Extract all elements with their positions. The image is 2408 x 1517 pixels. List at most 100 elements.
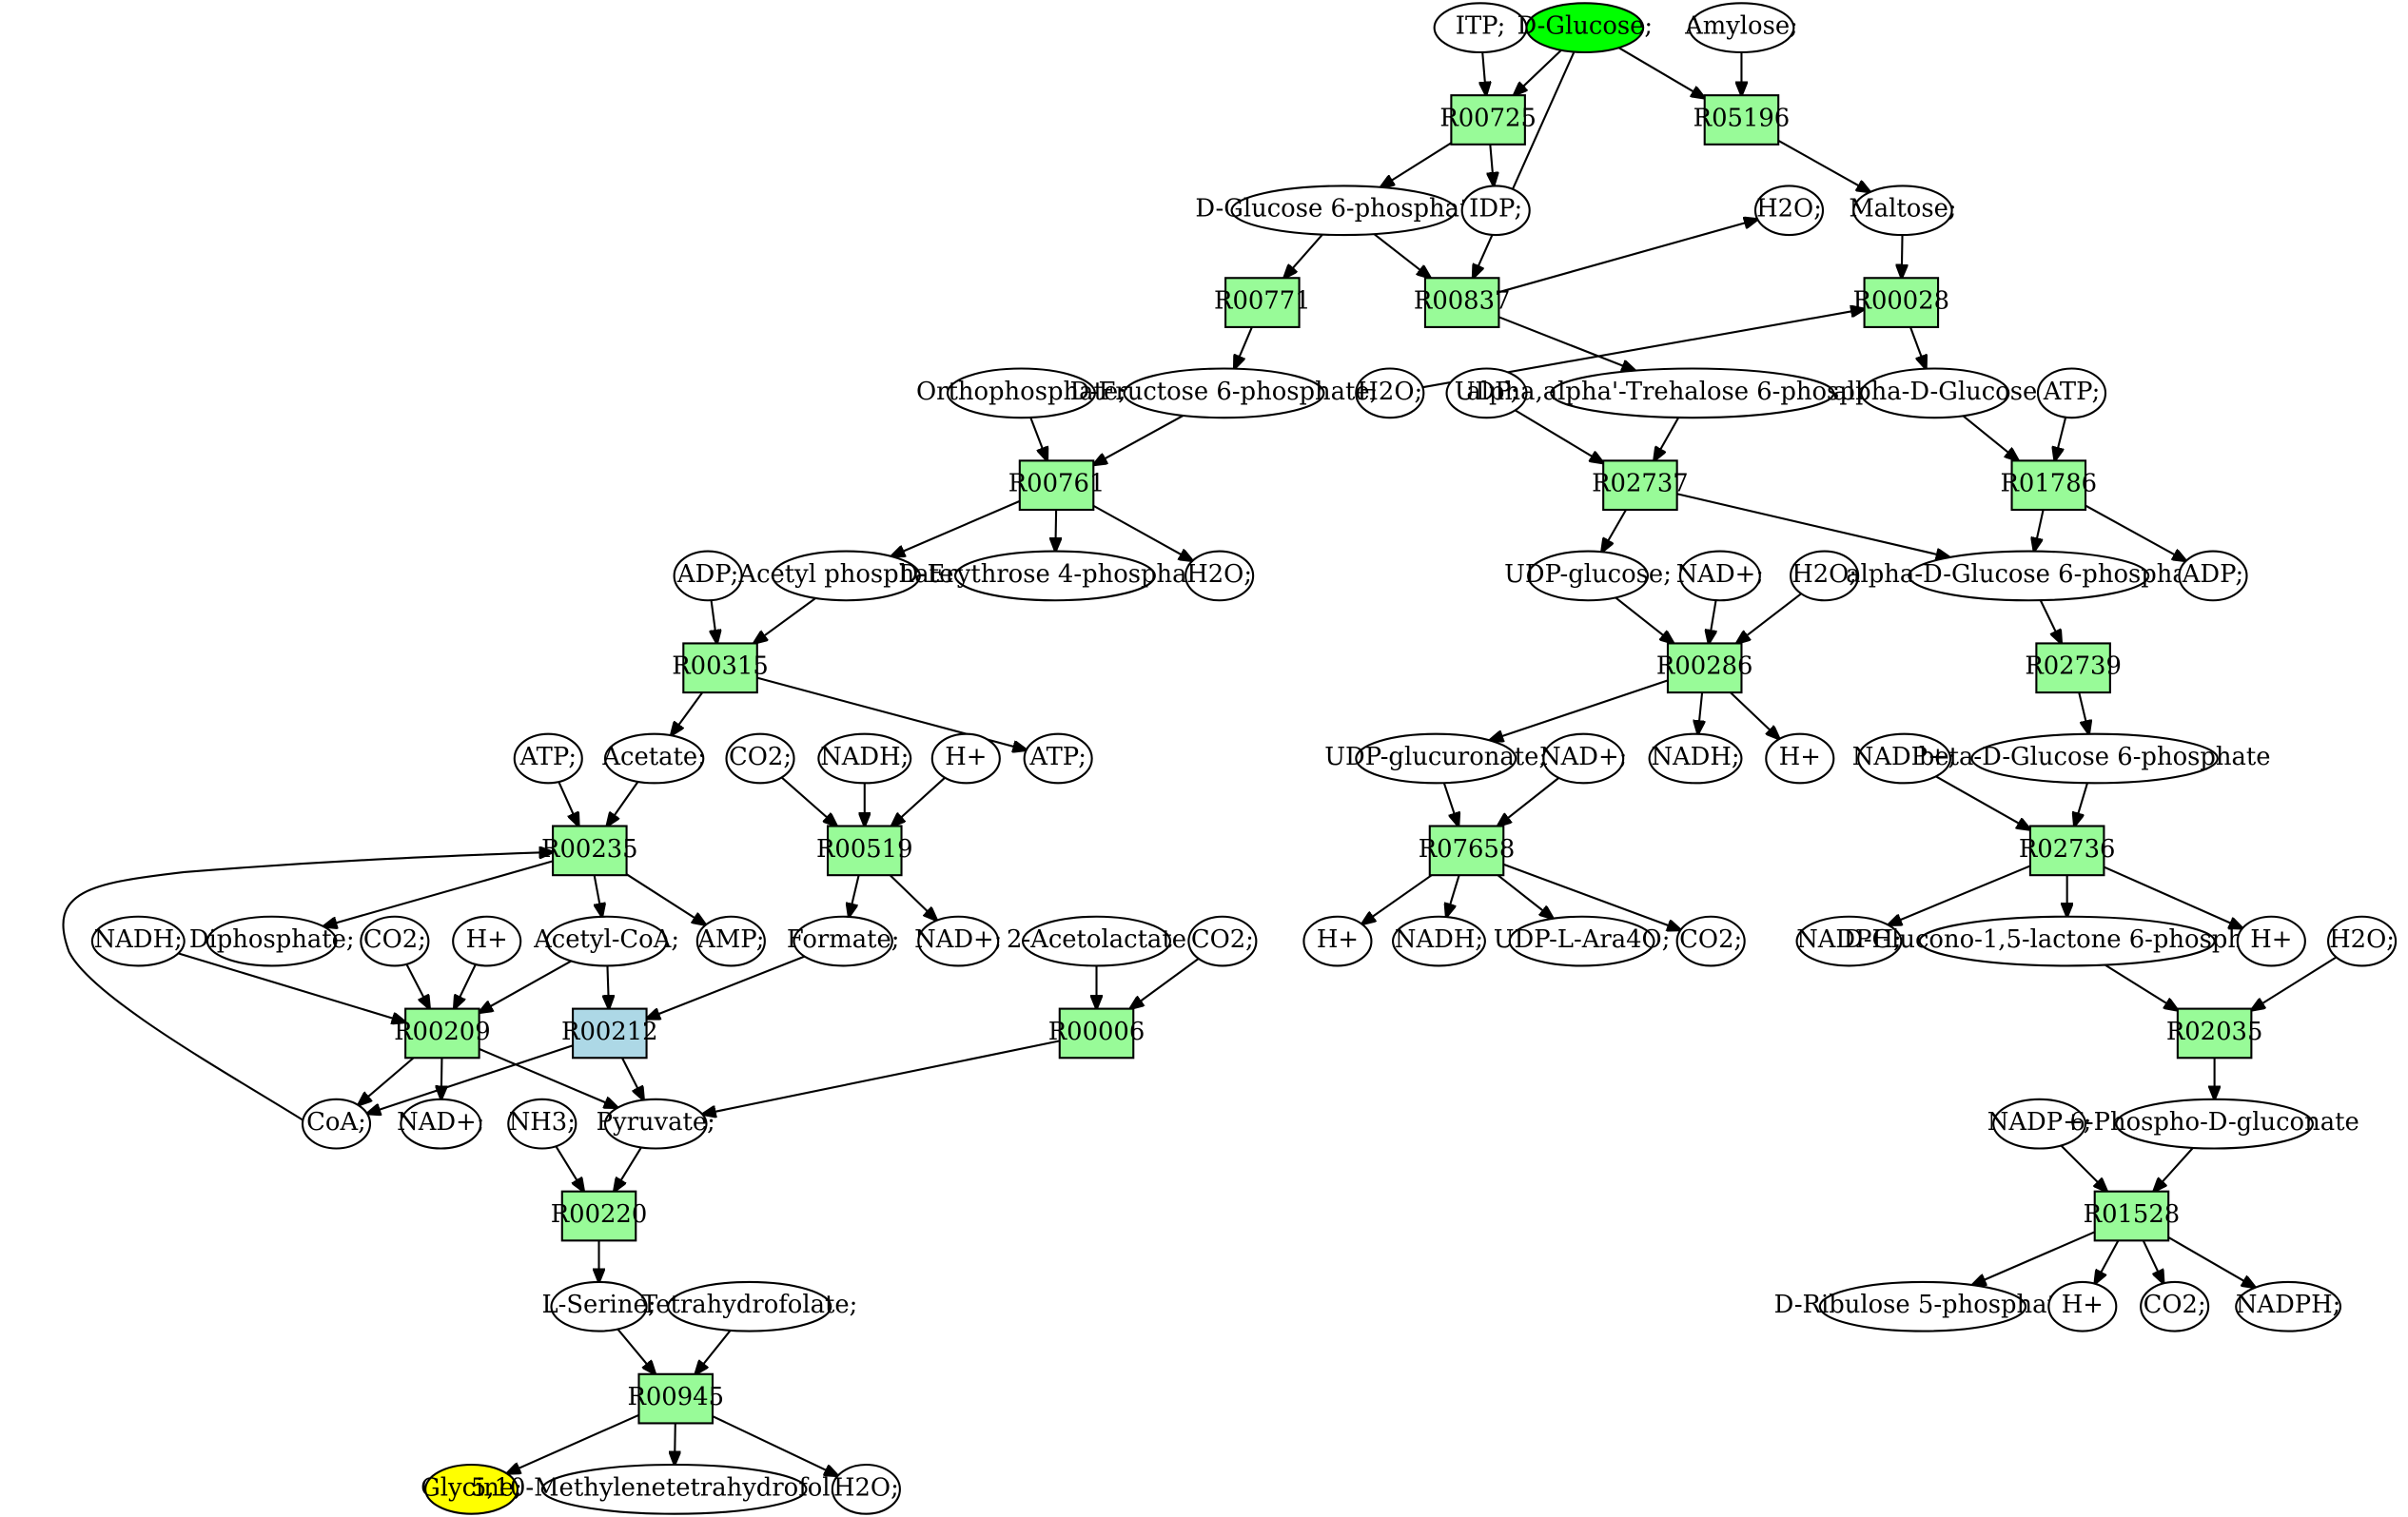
metabolite-node-h2o_b[interactable]: H2O; xyxy=(1355,367,1425,419)
metabolite-node-udp[interactable]: UDP; xyxy=(1445,367,1528,419)
metabolite-node-hplus_f[interactable]: H+ xyxy=(2047,1280,2118,1332)
reaction-node-R05196[interactable]: R05196 xyxy=(1693,94,1791,146)
reaction-node-R02739[interactable]: R02739 xyxy=(2025,642,2122,694)
metabolite-node-co2_b[interactable]: CO2; xyxy=(360,915,430,967)
metabolite-node-udpglucuronate[interactable]: UDP-glucuronate; xyxy=(1324,732,1547,785)
reaction-node-R02737[interactable]: R02737 xyxy=(1592,459,1689,512)
metabolite-node-co2_d[interactable]: CO2; xyxy=(1675,915,1746,967)
metabolite-label: H2O; xyxy=(2329,925,2395,954)
metabolite-node-itp[interactable]: ITP; xyxy=(1433,2,1528,54)
metabolite-node-h2o_a[interactable]: H2O; xyxy=(1753,185,1825,237)
metabolite-node-acetolactate[interactable]: 2-Acetolactate xyxy=(1007,915,1186,967)
metabolite-node-atp_b[interactable]: ATP; xyxy=(513,732,583,785)
metabolite-node-nadph_b[interactable]: NADPH; xyxy=(2235,1280,2342,1332)
metabolite-node-nadh_d[interactable]: NADH; xyxy=(1391,915,1486,967)
reaction-node-R02736[interactable]: R02736 xyxy=(2019,825,2116,877)
metabolite-node-trehalose6p[interactable]: alpha,alpha'-Trehalose 6-phosphate; xyxy=(1466,367,1918,419)
metabolite-node-hplus_d[interactable]: H+ xyxy=(1302,915,1373,967)
metabolite-node-atp_c[interactable]: ATP; xyxy=(1023,732,1093,785)
metabolite-label: H+ xyxy=(2250,925,2292,954)
metabolite-node-lserine[interactable]: L-Serine; xyxy=(542,1280,656,1332)
reaction-node-R00771[interactable]: R00771 xyxy=(1214,277,1311,328)
reaction-node-R00315[interactable]: R00315 xyxy=(672,642,769,694)
metabolite-node-nadh_b[interactable]: NADH; xyxy=(1648,732,1743,785)
metabolite-node-methylenethf[interactable]: 5,10-Methylenetetrahydrofolate; xyxy=(471,1463,877,1515)
metabolite-node-formate[interactable]: Formate; xyxy=(787,915,900,967)
reaction-node-R00212[interactable]: R00212 xyxy=(561,1007,658,1060)
metabolite-node-hplus_a[interactable]: H+ xyxy=(930,732,1001,785)
metabolite-node-adglucose[interactable]: alpha-D-Glucose xyxy=(1832,367,2037,419)
reaction-node-R07658[interactable]: R07658 xyxy=(1419,825,1516,877)
reaction-node-R00286[interactable]: R00286 xyxy=(1656,642,1753,694)
edge-R00771-to-f6p xyxy=(1234,326,1253,369)
metabolite-node-e4p[interactable]: D-Erythrose 4-phosphate xyxy=(899,550,1212,602)
metabolite-node-h2o_f[interactable]: H2O; xyxy=(831,1463,901,1515)
metabolite-node-co2_e[interactable]: CO2; xyxy=(2140,1280,2210,1332)
metabolite-node-gluconolactone[interactable]: D-Glucono-1,5-lactone 6-phosphate; xyxy=(1844,915,2291,967)
metabolite-node-pyruvate[interactable]: Pyruvate; xyxy=(597,1098,715,1150)
metabolite-node-nadp_a[interactable]: NAD+; xyxy=(1676,550,1764,602)
metabolite-node-glycine[interactable]: Glycine; xyxy=(421,1463,522,1515)
reaction-box xyxy=(2028,825,2105,877)
metabolite-node-h2o_c[interactable]: H2O; xyxy=(1184,550,1255,602)
metabolite-node-nadh_a[interactable]: NADH; xyxy=(817,732,912,785)
reaction-node-R00028[interactable]: R00028 xyxy=(1853,277,1950,328)
metabolite-node-h2o_d[interactable]: H2O; xyxy=(1790,550,1860,602)
metabolite-node-bdg6p[interactable]: beta-D-Glucose 6-phosphate xyxy=(1919,732,2271,785)
metabolite-node-phosphogluconate[interactable]: 6-Phospho-D-gluconate xyxy=(2069,1098,2359,1150)
metabolite-node-nadp_c[interactable]: NAD+; xyxy=(914,915,1002,967)
reaction-node-R00761[interactable]: R00761 xyxy=(1008,459,1106,512)
metabolite-node-hplus_c[interactable]: H+ xyxy=(452,915,522,967)
metabolite-node-idp[interactable]: IDP; xyxy=(1460,185,1531,237)
metabolite-node-adp_b[interactable]: ADP; xyxy=(2178,550,2248,602)
metabolite-node-coa[interactable]: CoA; xyxy=(301,1098,372,1150)
metabolite-node-nadpplus_a[interactable]: NADP+; xyxy=(1852,732,1957,785)
reaction-node-R01528[interactable]: R01528 xyxy=(2084,1190,2181,1242)
metabolite-node-hplus_b[interactable]: H+ xyxy=(1765,732,1835,785)
metabolite-node-diphosphate[interactable]: Diphosphate; xyxy=(189,915,355,967)
metabolite-ellipse xyxy=(1648,732,1743,785)
reaction-node-R00235[interactable]: R00235 xyxy=(541,825,638,877)
metabolite-label: Diphosphate; xyxy=(189,925,355,954)
reaction-node-R02035[interactable]: R02035 xyxy=(2166,1007,2263,1060)
reaction-node-R01786[interactable]: R01786 xyxy=(2001,459,2098,512)
metabolite-node-udpglucose[interactable]: UDP-glucose; xyxy=(1504,550,1672,602)
metabolite-node-adg6p[interactable]: alpha-D-Glucose 6-phosphate xyxy=(1846,550,2211,602)
metabolite-node-acetylcoa[interactable]: Acetyl-CoA; xyxy=(533,915,679,967)
edge-gluconolactone-to-R02035 xyxy=(2105,963,2178,1011)
reaction-box xyxy=(560,1190,637,1242)
reaction-node-R00209[interactable]: R00209 xyxy=(394,1007,491,1060)
metabolite-node-orthophosphate[interactable]: Orthophosphate; xyxy=(916,367,1126,419)
metabolite-node-hplus_e[interactable]: H+ xyxy=(2236,915,2306,967)
reaction-node-R00837[interactable]: R00837 xyxy=(1414,277,1511,328)
metabolite-node-nadpplus_b[interactable]: NADP+; xyxy=(1987,1098,2092,1150)
metabolite-node-co2_a[interactable]: CO2; xyxy=(725,732,795,785)
metabolite-label: NADH; xyxy=(1395,925,1483,954)
metabolite-node-nadp_d[interactable]: NAD+; xyxy=(397,1098,484,1150)
metabolite-node-ribulose5p[interactable]: D-Ribulose 5-phosphate xyxy=(1774,1280,2072,1332)
metabolite-node-co2_c[interactable]: CO2; xyxy=(1187,915,1258,967)
reaction-node-R00945[interactable]: R00945 xyxy=(627,1372,724,1425)
metabolite-node-nadh_c[interactable]: NADH; xyxy=(90,915,186,967)
metabolite-node-nadp_b[interactable]: NAD+; xyxy=(1539,732,1627,785)
metabolite-node-adp_a[interactable]: ADP; xyxy=(673,550,743,602)
metabolite-label: Maltose; xyxy=(1849,195,1956,224)
metabolite-node-h2o_e[interactable]: H2O; xyxy=(2327,915,2398,967)
metabolite-node-udpara[interactable]: UDP-L-Ara4O; xyxy=(1494,915,1671,967)
metabolite-node-amp[interactable]: AMP; xyxy=(695,915,766,967)
metabolite-node-nadph_a[interactable]: NADPH; xyxy=(1795,915,1903,967)
reaction-node-R00519[interactable]: R00519 xyxy=(816,825,913,877)
reaction-node-R00006[interactable]: R00006 xyxy=(1048,1007,1145,1060)
reaction-node-R00220[interactable]: R00220 xyxy=(551,1190,648,1242)
metabolite-node-dglucose[interactable]: D-Glucose; xyxy=(1517,2,1653,54)
metabolite-node-acetylp[interactable]: Acetyl phosphate xyxy=(737,550,953,602)
metabolite-node-f6p[interactable]: D-Fructose 6-phosphate; xyxy=(1070,367,1379,419)
metabolite-node-g6p[interactable]: D-Glucose 6-phosphate; xyxy=(1195,185,1492,237)
metabolite-node-nh3[interactable]: NH3; xyxy=(507,1098,578,1150)
metabolite-node-amylose[interactable]: Amylose; xyxy=(1684,2,1798,54)
reaction-node-R00725[interactable]: R00725 xyxy=(1439,94,1537,146)
metabolite-node-acetate[interactable]: Acetate; xyxy=(601,732,706,785)
metabolite-node-atp_a[interactable]: ATP; xyxy=(2036,367,2107,419)
metabolite-node-thf[interactable]: Tetrahydrofolate; xyxy=(641,1280,857,1332)
metabolite-node-maltose[interactable]: Maltose; xyxy=(1849,185,1957,237)
